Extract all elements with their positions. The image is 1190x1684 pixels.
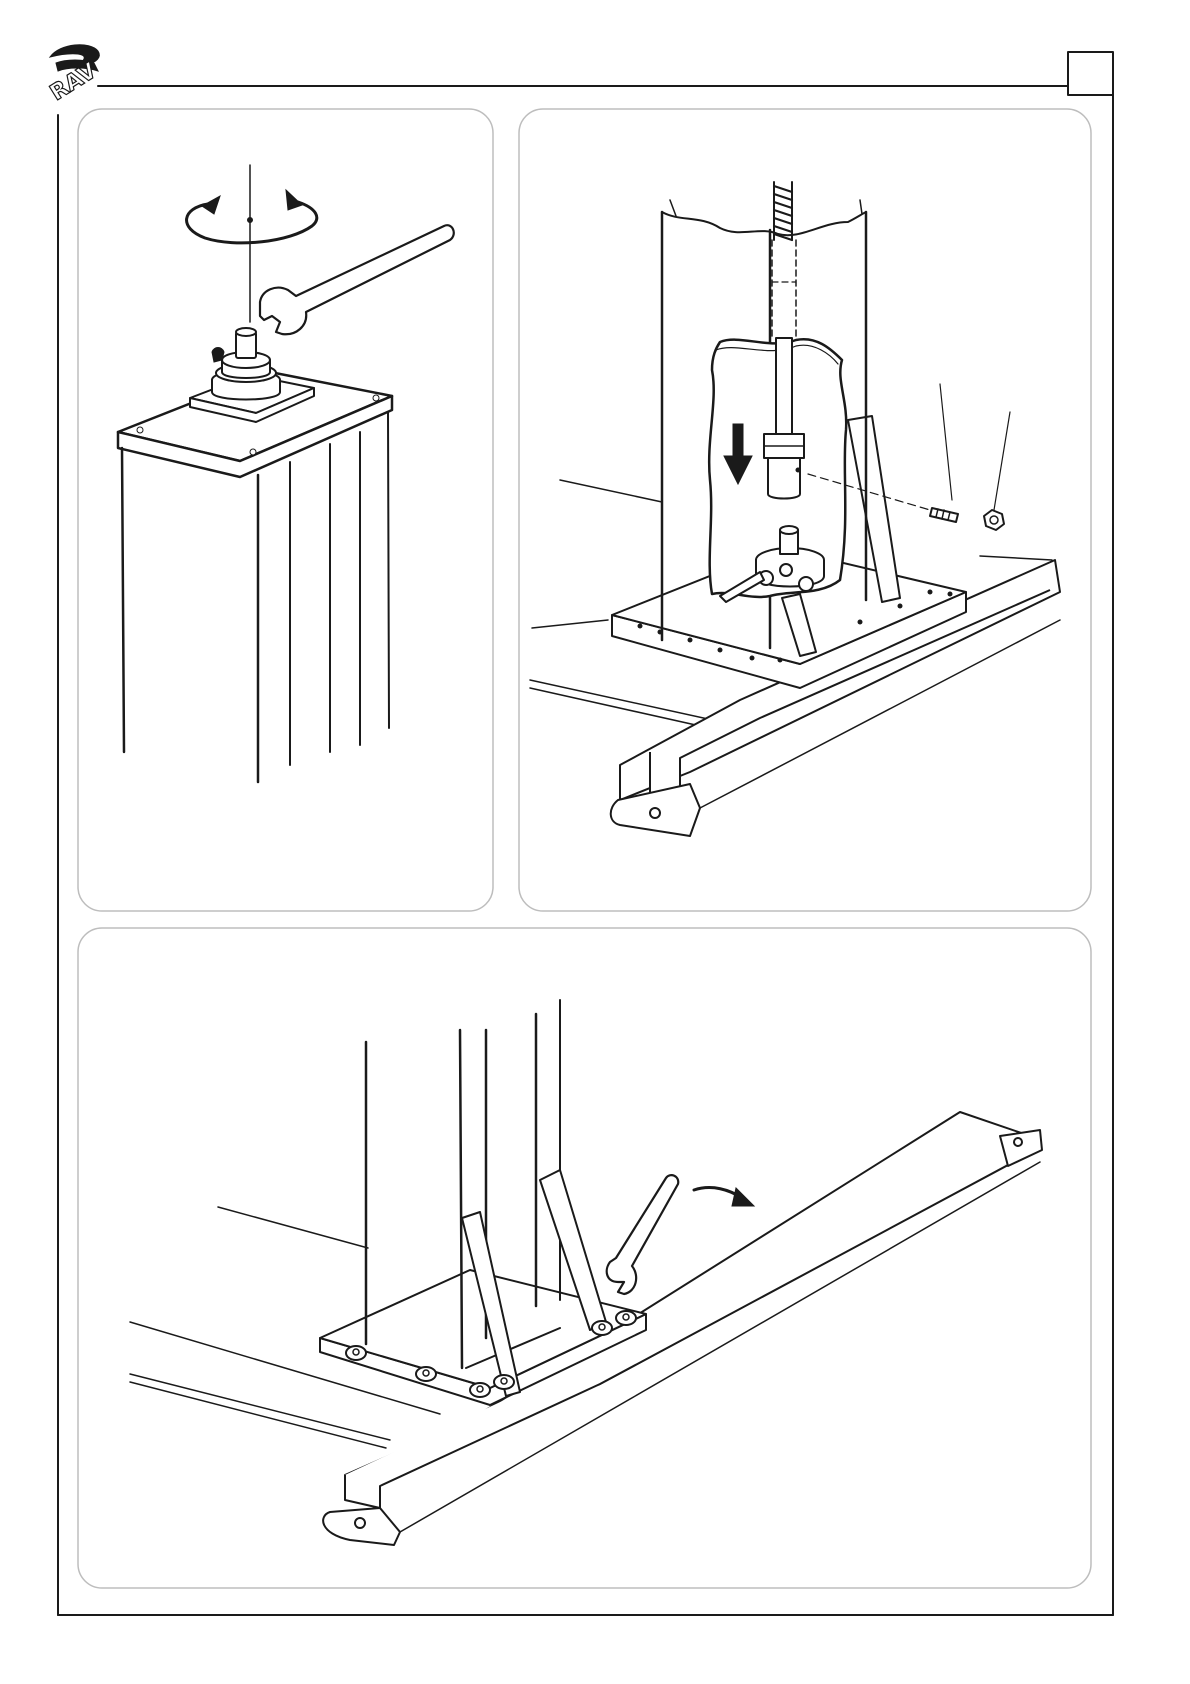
- column-body: [118, 372, 392, 782]
- nut-icon: [984, 510, 1004, 530]
- panel-column-cutaway: [530, 182, 1060, 836]
- panel-column-base-bolting: [130, 1000, 1042, 1545]
- panel-1-border: [78, 109, 493, 911]
- pin-icon: [930, 508, 958, 522]
- curved-arrow-icon: [694, 1188, 754, 1206]
- rotation-arrow-icon: [187, 190, 317, 243]
- wrench-icon: [607, 1175, 679, 1294]
- panel-column-top-tightening: [118, 165, 454, 782]
- wrench-icon: [260, 225, 454, 334]
- page-number-box: [1068, 52, 1113, 95]
- rav-logo: RAV: [46, 45, 101, 106]
